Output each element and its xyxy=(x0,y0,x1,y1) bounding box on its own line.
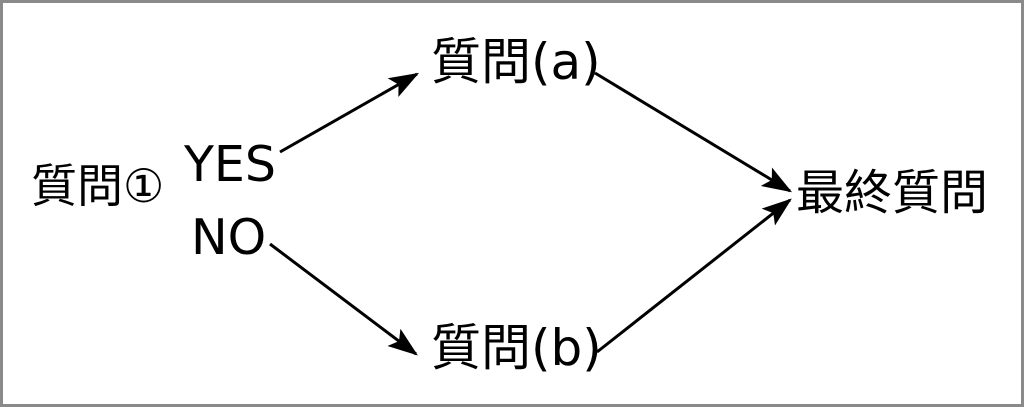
edge-question-a-to-final xyxy=(594,71,793,193)
node-start: 質問① xyxy=(31,159,165,213)
node-final-question: 最終質問 xyxy=(796,165,989,221)
node-question-b: 質問(b) xyxy=(431,319,602,377)
edge-start-to-question-a xyxy=(279,72,420,154)
edge-layer xyxy=(269,71,793,356)
edge-label-yes: YES xyxy=(184,136,276,193)
edge-label-no: NO xyxy=(191,209,267,266)
edge-start-to-question-b xyxy=(269,242,418,356)
edge-question-b-to-final xyxy=(596,198,792,354)
node-question-a: 質問(a) xyxy=(431,33,601,91)
